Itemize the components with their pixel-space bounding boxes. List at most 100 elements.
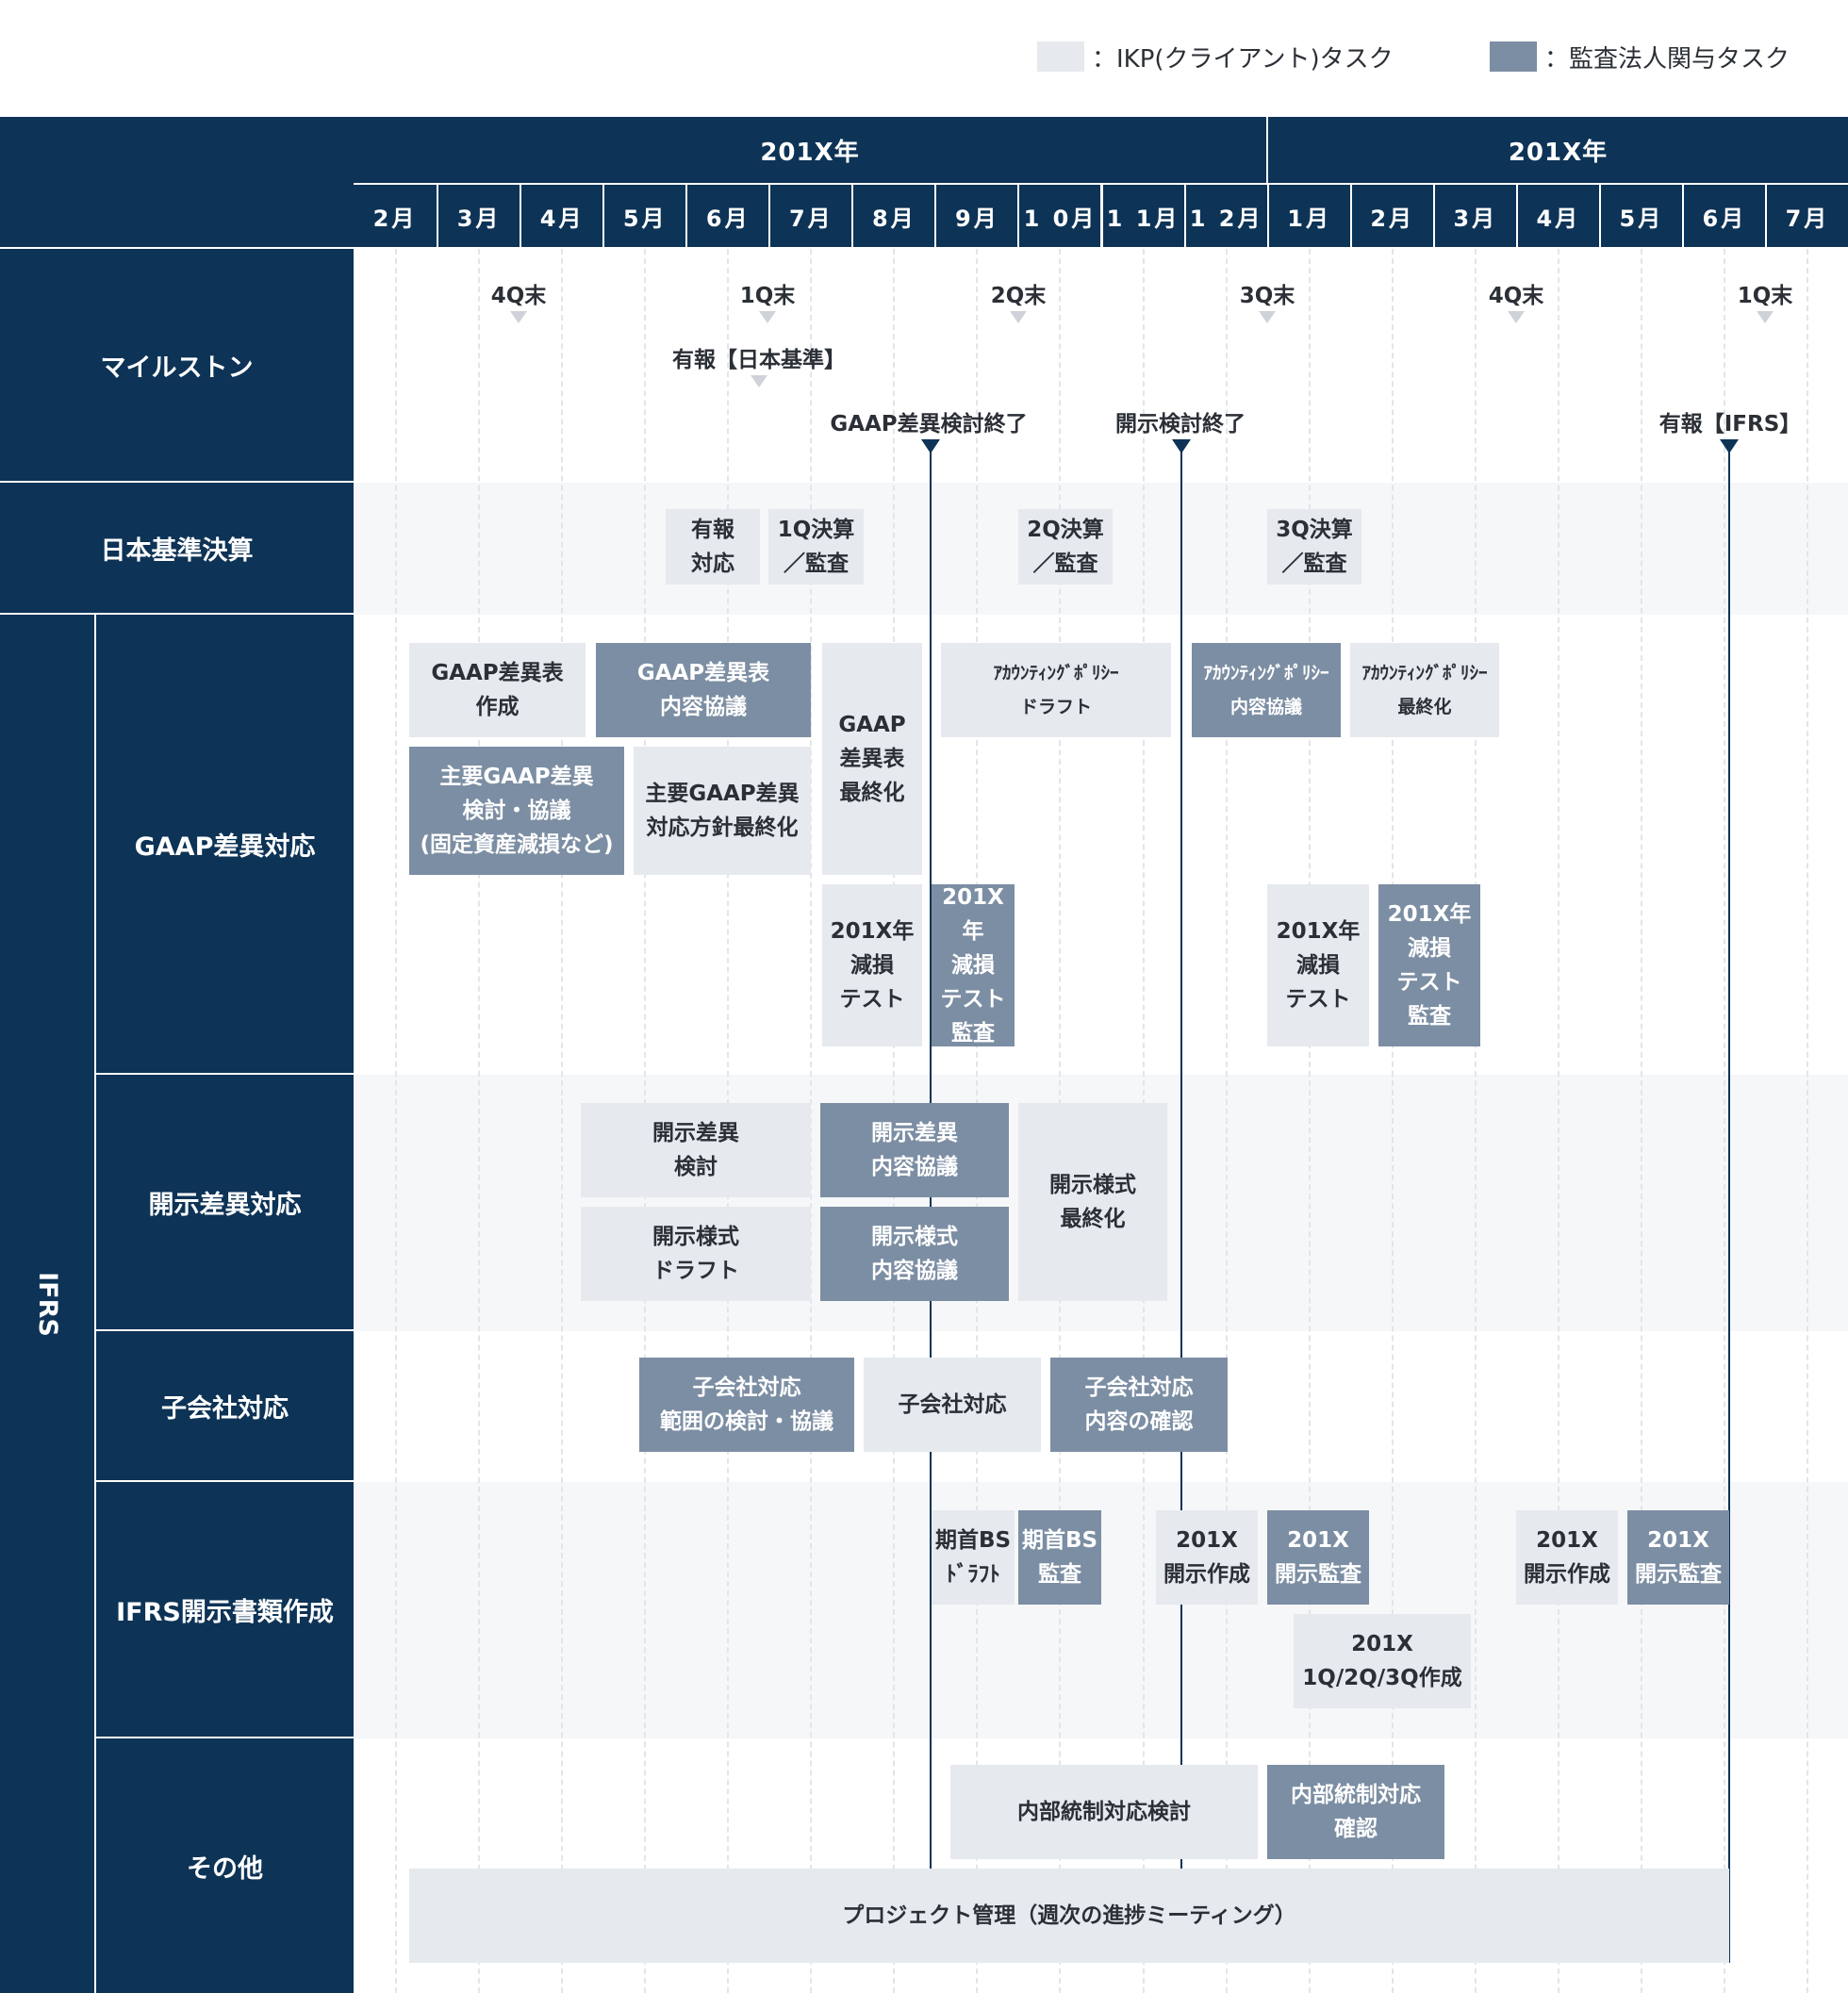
header-corner xyxy=(0,117,354,247)
month-grid-line xyxy=(810,249,813,1993)
task-opening-bs-audit: 期首BS 監査 xyxy=(1018,1510,1101,1605)
legend-audit-label: ：監査法人関与タスク xyxy=(1544,45,1790,74)
task-accounting-policy-discuss: ｱｶｳﾝﾃｨﾝｸﾞﾎﾟﾘｼｰ 内容協議 xyxy=(1192,643,1341,737)
row-label-ifrs-docs: IFRS開示書類作成 xyxy=(96,1482,354,1737)
task-yuho-response: 有報 対応 xyxy=(666,509,760,585)
triangle-marker-icon xyxy=(1259,311,1276,323)
month-header: 4月 xyxy=(520,185,603,247)
month-grid-line xyxy=(395,249,398,1993)
month-header: 5月 xyxy=(602,185,686,247)
task-disclosure-format-discuss: 開示様式 内容協議 xyxy=(820,1207,1009,1301)
task-impairment-audit-1: 201X年 減損 テスト 監査 xyxy=(932,884,1015,1046)
triangle-marker-icon xyxy=(1757,311,1774,323)
month-grid-line xyxy=(1474,249,1477,1993)
month-header: 6月 xyxy=(685,185,769,247)
deadline-line-disclosure xyxy=(1180,443,1182,1869)
task-major-gaap-review: 主要GAAP差異 検討・協議 (固定資産減損など) xyxy=(409,747,624,875)
task-201x-disclosure-audit-2: 201X 開示監査 xyxy=(1627,1510,1729,1605)
task-201x-disclosure-audit-1: 201X 開示監査 xyxy=(1267,1510,1369,1605)
task-impairment-test-1: 201X年 減損 テスト xyxy=(822,884,922,1046)
year-header-2: 201X年 xyxy=(1266,117,1848,183)
task-gaap-table-finalize: GAAP 差異表 最終化 xyxy=(822,643,922,875)
task-internal-control-confirm: 内部統制対応 確認 xyxy=(1267,1765,1444,1859)
month-header: 6月 xyxy=(1681,185,1765,247)
row-label-milestone: マイルストン xyxy=(0,249,354,481)
task-subsidiary-response: 子会社対応 xyxy=(864,1358,1041,1452)
milestone-q4-2: 4Q末 xyxy=(1488,284,1544,308)
month-grid-line xyxy=(1308,249,1311,1993)
milestone-yuho-ifrs: 有報【IFRS】 xyxy=(1658,412,1802,436)
legend-client-swatch xyxy=(1037,41,1084,72)
month-header: 2月 xyxy=(354,185,437,247)
month-header: 7月 xyxy=(1764,185,1848,247)
task-q3-close-audit: 3Q決算 ／監査 xyxy=(1267,509,1361,585)
ifrs-vertical-label: IFRS xyxy=(32,1271,62,1337)
year-header-1: 201X年 xyxy=(354,117,1266,183)
month-grid-line xyxy=(1806,249,1808,1993)
task-impairment-audit-2: 201X年 減損 テスト 監査 xyxy=(1378,884,1480,1046)
task-subsidiary-confirm: 子会社対応 内容の確認 xyxy=(1050,1358,1228,1452)
month-grid-line xyxy=(1723,249,1725,1993)
month-header: 2月 xyxy=(1349,185,1433,247)
task-subsidiary-scope: 子会社対応 範囲の検討・協議 xyxy=(639,1358,854,1452)
milestone-q1-2: 1Q末 xyxy=(1737,284,1793,308)
triangle-marker-icon xyxy=(759,311,776,323)
milestone-q1-1: 1Q末 xyxy=(739,284,796,308)
month-header: 4月 xyxy=(1515,185,1599,247)
milestone-q4-1: 4Q末 xyxy=(490,284,547,308)
task-major-gaap-finalize: 主要GAAP差異 対応方針最終化 xyxy=(634,747,811,875)
milestone-disc-done: 開示検討終了 xyxy=(1115,412,1246,436)
legend-client-label: ：IKP(クライアント)タスク xyxy=(1092,45,1394,74)
task-project-management: プロジェクト管理（週次の進捗ミーティング） xyxy=(409,1869,1729,1963)
triangle-marker-icon xyxy=(751,375,767,387)
milestone-q2: 2Q末 xyxy=(990,284,1047,308)
row-label-japan: 日本基準決算 xyxy=(0,483,354,613)
task-disclosure-diff-discuss: 開示差異 内容協議 xyxy=(820,1103,1009,1197)
month-header: 1 1月 xyxy=(1100,185,1184,247)
month-header: 1 0月 xyxy=(1017,185,1101,247)
row-label-subsidiary: 子会社対応 xyxy=(96,1331,354,1480)
milestone-yuho-jp: 有報【日本基準】 xyxy=(672,348,846,372)
task-201x-disclosure-create-2: 201X 開示作成 xyxy=(1516,1510,1618,1605)
triangle-marker-icon xyxy=(1508,311,1525,323)
task-accounting-policy-finalize: ｱｶｳﾝﾃｨﾝｸﾞﾎﾟﾘｼｰ 最終化 xyxy=(1350,643,1499,737)
task-q1-close-audit: 1Q決算 ／監査 xyxy=(768,509,864,585)
triangle-marker-icon xyxy=(1010,311,1027,323)
milestone-gaap-done: GAAP差異検討終了 xyxy=(830,412,1028,436)
row-label-other: その他 xyxy=(96,1738,354,1993)
month-grid-line xyxy=(1225,249,1228,1993)
task-disclosure-format-finalize: 開示様式 最終化 xyxy=(1018,1103,1167,1301)
task-impairment-test-2: 201X年 減損 テスト xyxy=(1267,884,1369,1046)
task-disclosure-diff-review: 開示差異 検討 xyxy=(581,1103,811,1197)
milestone-q3: 3Q末 xyxy=(1239,284,1295,308)
month-header: 5月 xyxy=(1598,185,1682,247)
task-disclosure-format-draft: 開示様式 ドラフト xyxy=(581,1207,811,1301)
row-label-ifrs: IFRS xyxy=(0,615,94,1993)
task-opening-bs-draft: 期首BS ﾄﾞﾗﾌﾄ xyxy=(932,1510,1015,1605)
month-grid-line xyxy=(561,249,564,1993)
month-grid-line xyxy=(478,249,481,1993)
row-label-gaap: GAAP差異対応 xyxy=(96,615,354,1073)
task-accounting-policy-draft: ｱｶｳﾝﾃｨﾝｸﾞﾎﾟﾘｼｰ ドラフト xyxy=(941,643,1171,737)
month-grid-line xyxy=(1640,249,1642,1993)
header-separator xyxy=(354,183,1848,185)
month-grid-line xyxy=(1391,249,1394,1993)
month-header: 9月 xyxy=(934,185,1018,247)
task-201x-disclosure-create-1: 201X 開示作成 xyxy=(1156,1510,1258,1605)
month-grid-line xyxy=(1557,249,1559,1993)
month-header: 1 2月 xyxy=(1183,185,1267,247)
row-label-disclosure: 開示差異対応 xyxy=(96,1075,354,1329)
task-gaap-table-create: GAAP差異表 作成 xyxy=(409,643,586,737)
task-internal-control-review: 内部統制対応検討 xyxy=(950,1765,1258,1859)
month-header: 7月 xyxy=(768,185,852,247)
task-q2-close-audit: 2Q決算 ／監査 xyxy=(1018,509,1113,585)
triangle-marker-icon xyxy=(510,311,527,323)
task-201x-quarterly-create: 201X 1Q/2Q/3Q作成 xyxy=(1294,1614,1471,1708)
month-header: 8月 xyxy=(851,185,935,247)
month-header: 3月 xyxy=(437,185,520,247)
deadline-line-yuho-ifrs xyxy=(1728,443,1730,1963)
task-gaap-table-discuss: GAAP差異表 内容協議 xyxy=(596,643,811,737)
legend-audit-swatch xyxy=(1490,41,1537,72)
month-header: 1月 xyxy=(1266,185,1350,247)
month-header: 3月 xyxy=(1432,185,1516,247)
